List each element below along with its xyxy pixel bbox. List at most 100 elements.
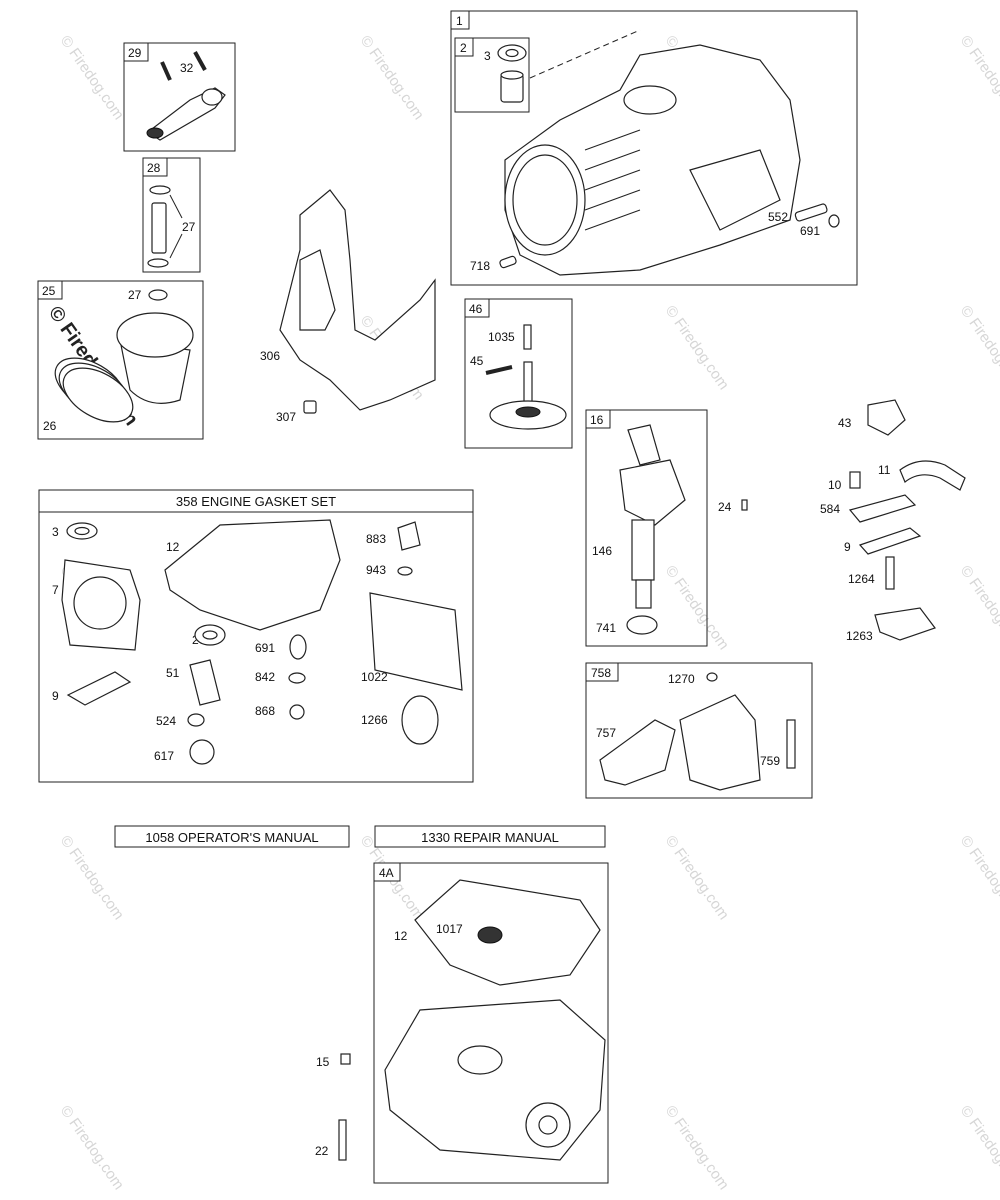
part-868	[289, 704, 305, 720]
sump-gasket	[414, 879, 601, 986]
screw-307	[303, 400, 317, 414]
breather-tube	[899, 460, 966, 491]
piston	[116, 312, 194, 404]
watermark: © Firedog.com	[662, 1103, 732, 1194]
callout-691: 691	[255, 641, 275, 655]
air-guide[interactable]: 306 307	[260, 189, 436, 424]
watermark: © Firedog.com	[662, 833, 732, 924]
kit-25-tag: 25	[42, 284, 56, 298]
callout-741: 741	[596, 621, 616, 635]
kit-1-cylinder-block[interactable]: 1 2 3 552 691 718	[450, 10, 858, 286]
callout-1264: 1264	[848, 572, 875, 586]
kit-29-connecting-rod[interactable]: 29 32	[123, 42, 236, 152]
repair-manual-title: 1330 REPAIR MANUAL	[421, 830, 559, 845]
watermark: © Firedog.com	[57, 1103, 127, 1194]
kit-16-crankshaft[interactable]: 16 146 741	[585, 409, 708, 647]
callout-51: 51	[166, 666, 180, 680]
retaining-ring	[149, 185, 171, 195]
watermark: © Firedog.com	[662, 303, 732, 394]
callout-842: 842	[255, 670, 275, 684]
plug-15	[340, 1053, 351, 1065]
kit-46-tag: 46	[469, 302, 483, 316]
crank-web	[619, 459, 686, 526]
watermark: © Firedog.com	[57, 33, 127, 124]
callout-759: 759	[760, 754, 780, 768]
callout-1017: 1017	[436, 922, 463, 936]
callout-943: 943	[366, 563, 386, 577]
callout-9: 9	[844, 540, 851, 554]
dowel-718	[499, 255, 517, 269]
callout-524: 524	[156, 714, 176, 728]
o-ring-1266	[401, 695, 439, 745]
gasket-1022	[369, 592, 463, 691]
callout-32: 32	[180, 61, 194, 75]
callout-617: 617	[154, 749, 174, 763]
callout-691: 691	[800, 224, 820, 238]
kit-29-tag: 29	[128, 46, 142, 60]
callout-1270: 1270	[668, 672, 695, 686]
kit-46-camshaft[interactable]: 46 1035 45	[464, 298, 573, 449]
callout-1263: 1263	[846, 629, 873, 643]
kit-4a-tag: 4A	[379, 866, 394, 880]
kit-758-tag: 758	[591, 666, 611, 680]
cylinder-block	[504, 44, 801, 276]
breather-parts[interactable]: 43 10 11 584 9 1264 1263	[820, 399, 966, 643]
callout-27: 27	[128, 288, 142, 302]
sump-housing	[384, 999, 606, 1161]
operators-manual-kit[interactable]: 1058 OPERATOR'S MANUAL	[114, 825, 350, 848]
retaining-ring	[147, 258, 169, 268]
callout-45: 45	[470, 354, 484, 368]
callout-12: 12	[166, 540, 180, 554]
watermark: © Firedog.com	[957, 303, 1000, 394]
kit-25-piston[interactable]: 25 27 26	[37, 280, 204, 440]
callout-9: 9	[52, 689, 59, 703]
ring-943	[397, 566, 413, 576]
gasket-set-title: 358 ENGINE GASKET SET	[176, 494, 336, 509]
kit-4a-sump[interactable]: 4A 12 1017	[373, 862, 609, 1184]
watermark: © Firedog.com	[957, 1103, 1000, 1194]
bolt-1264	[885, 556, 895, 590]
kit-358-gasket-set[interactable]: 358 ENGINE GASKET SET 3 7 9 12 20 51 524…	[38, 489, 474, 783]
callout-552: 552	[768, 210, 788, 224]
kit-2-tag: 2	[460, 41, 467, 55]
breather-cover	[848, 494, 917, 523]
kit-1-tag: 1	[456, 14, 463, 28]
callout-146: 146	[592, 544, 612, 558]
callout-27: 27	[182, 220, 196, 234]
callout-3: 3	[484, 49, 491, 63]
cam-bolt	[485, 365, 513, 375]
callout-584: 584	[820, 502, 840, 516]
cam-shaft	[523, 361, 533, 408]
piston-pin	[151, 202, 167, 254]
callout-868: 868	[255, 704, 275, 718]
watermark: © Firedog.com	[357, 33, 427, 124]
callout-1266: 1266	[361, 713, 388, 727]
bolt-22	[338, 1119, 347, 1161]
rod-bolt	[193, 51, 207, 71]
piston-rings	[54, 357, 134, 423]
seal-691	[828, 214, 840, 228]
callout-3: 3	[52, 525, 59, 539]
callout-12: 12	[394, 929, 408, 943]
part-524	[187, 713, 205, 727]
key-24	[741, 499, 748, 511]
watermark: © Firedog.com	[662, 563, 732, 654]
crank-gear	[626, 615, 658, 635]
kit-758-cylinder-head-parts[interactable]: 758 1270 757 759	[585, 662, 813, 799]
o-ring-617	[189, 739, 215, 765]
callout-1022: 1022	[361, 670, 388, 684]
kit-28-piston-pin[interactable]: 28 27	[142, 157, 201, 273]
callout-43: 43	[838, 416, 852, 430]
watermark: © Firedog.com	[957, 833, 1000, 924]
dowel-pin	[794, 203, 828, 222]
callout-26: 26	[43, 419, 57, 433]
gasket-51	[189, 659, 221, 706]
repair-manual-kit[interactable]: 1330 REPAIR MANUAL	[374, 825, 606, 848]
gasket-883	[397, 521, 421, 551]
part-43	[867, 399, 906, 436]
callout-718: 718	[470, 259, 490, 273]
ring-842	[288, 672, 306, 684]
part-758-housing	[679, 694, 761, 791]
